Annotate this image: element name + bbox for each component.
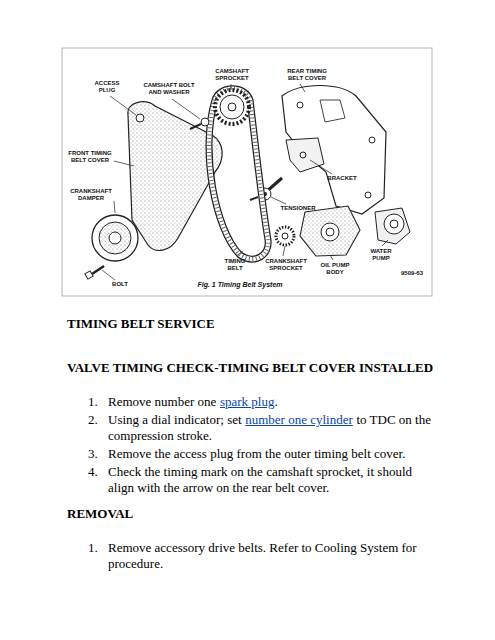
step-text: Using a dial indicator; setnumber one cy…: [108, 412, 438, 444]
part-label: TENSIONER: [278, 205, 318, 212]
figure-caption: Fig. 1 Timing Belt System: [170, 281, 310, 289]
subsection-heading: VALVE TIMING CHECK-TIMING BELT COVER INS…: [67, 360, 447, 376]
hyperlink: spark plug: [220, 394, 275, 409]
step-text-part: Remove the access plug from the outer ti…: [108, 446, 405, 461]
part-label: FRONT TIMING BELT COVER: [64, 150, 116, 164]
step-text-part: Remove accessory drive belts. Refer to C…: [108, 540, 417, 571]
step-text-part: Using a dial indicator; set: [108, 412, 242, 427]
part-label: CRANKSHAFT DAMPER: [64, 188, 118, 202]
part-label: BRACKET: [326, 175, 358, 182]
step-number: 3.: [88, 446, 106, 462]
subsection-heading: REMOVAL: [67, 506, 447, 522]
part-label: 9509-63: [396, 270, 428, 277]
part-label: CAMSHAFT BOLT AND WASHER: [140, 82, 198, 96]
part-label: ACCESS PLUG: [90, 80, 124, 94]
step-number: 1.: [88, 540, 106, 556]
part-label: TIMING BELT: [220, 258, 250, 272]
step-number: 4.: [88, 464, 106, 480]
section-heading: TIMING BELT SERVICE: [67, 316, 447, 332]
step-text: Check the timing mark on the camshaft sp…: [108, 464, 438, 496]
step-number: 2.: [88, 412, 106, 428]
part-label: CAMSHAFT SPROCKET: [210, 68, 254, 82]
step-text-part: .: [274, 394, 277, 409]
step-text-part: Check the timing mark on the camshaft sp…: [108, 464, 412, 495]
part-label: OIL PUMP BODY: [318, 262, 352, 276]
step-text-part: Remove number one: [108, 394, 216, 409]
part-label: CRANKSHAFT SPROCKET: [262, 258, 310, 272]
step-text: Remove accessory drive belts. Refer to C…: [108, 540, 438, 572]
hyperlink: number one cylinder: [245, 412, 353, 427]
step-text: Remove the access plug from the outer ti…: [108, 446, 438, 462]
part-label: WATER PUMP: [364, 248, 398, 262]
part-label: REAR TIMING BELT COVER: [282, 68, 332, 82]
step-text: Remove number one spark plug.: [108, 394, 438, 410]
part-label: BOLT: [108, 281, 132, 288]
step-number: 1.: [88, 394, 106, 410]
